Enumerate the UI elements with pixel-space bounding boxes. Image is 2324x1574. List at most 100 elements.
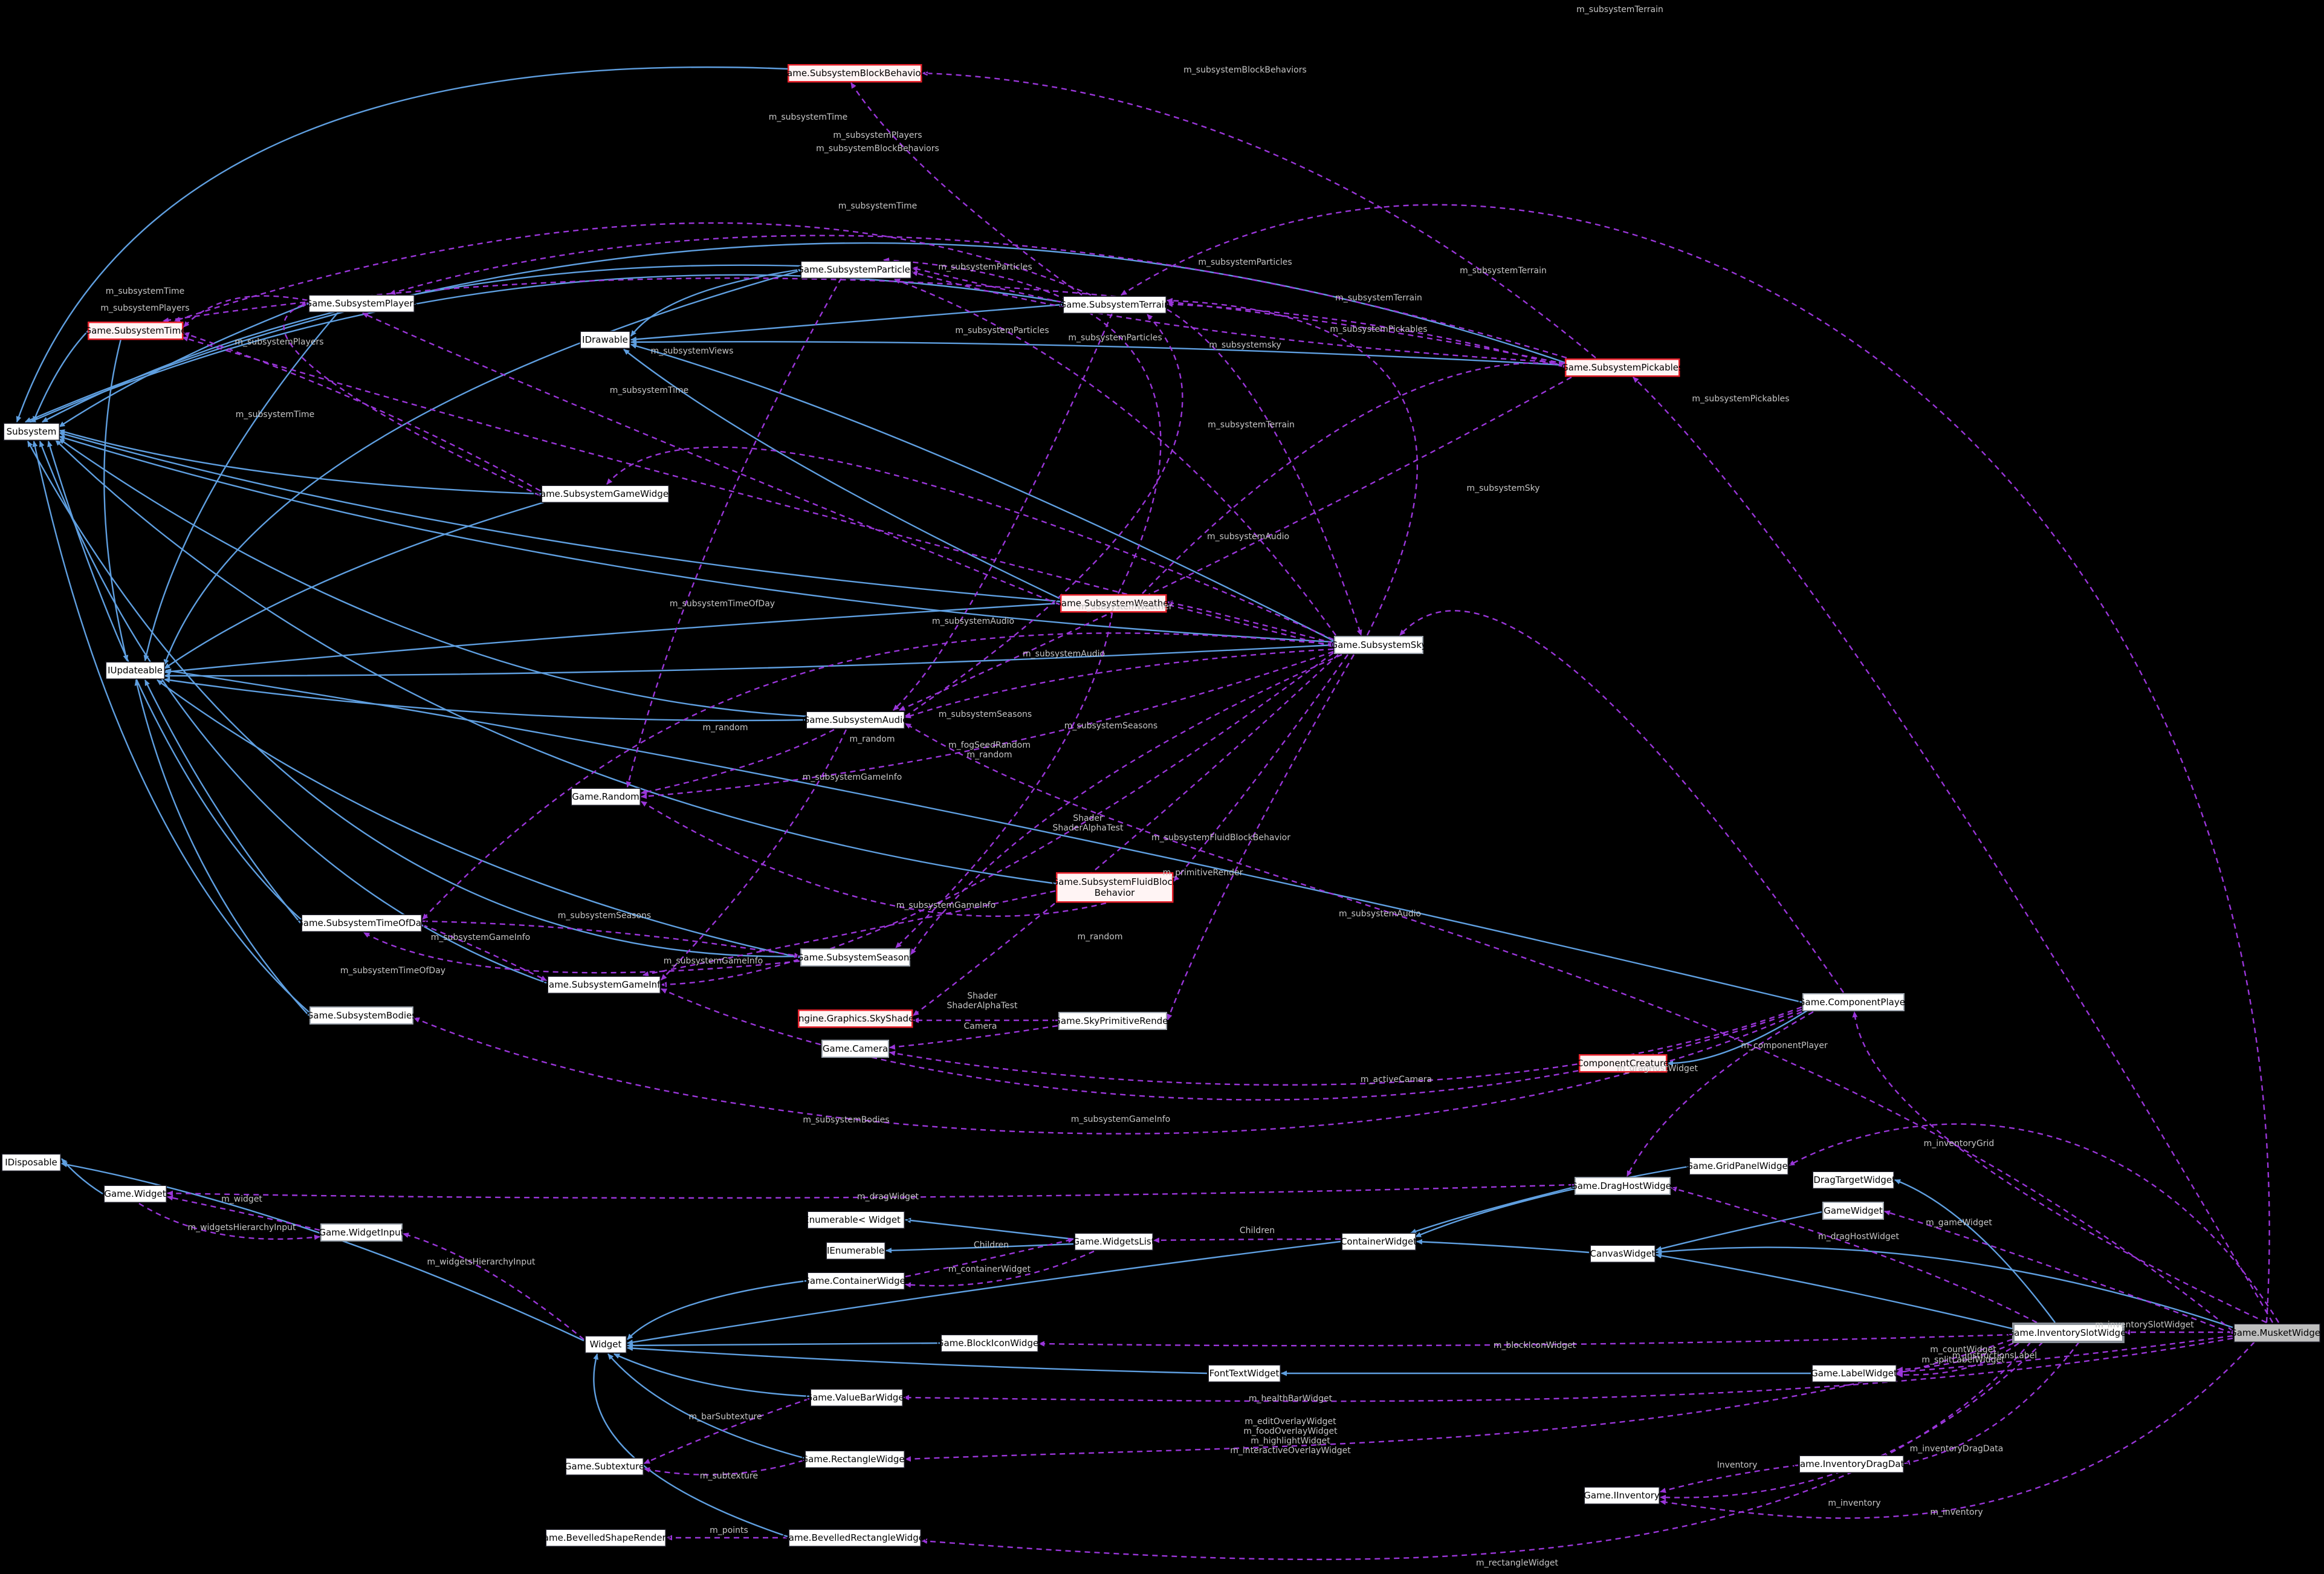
edge-label: m_subsystemParticles [955, 326, 1049, 335]
class-node-widget[interactable]: Widget [584, 1335, 627, 1353]
class-node-skyPrimRender[interactable]: Game.SkyPrimitiveRender [1054, 1012, 1173, 1030]
class-node-label: Game.SubsystemGameInfo [542, 979, 665, 990]
usage-edge [183, 295, 308, 328]
class-node-bevRect[interactable]: Game.BevelledRectangleWidget [782, 1529, 928, 1547]
usage-edge [1633, 377, 2274, 1323]
class-node-iDragTarget[interactable]: IDragTargetWidget [1811, 1171, 1895, 1189]
class-node-label: FontTextWidget [1209, 1368, 1280, 1379]
inheritance-edge [164, 677, 806, 722]
class-node-iDrawable[interactable]: IDrawable [580, 331, 630, 349]
inheritance-edge [1656, 1211, 1822, 1252]
class-node-timeOfDay[interactable]: Game.SubsystemTimeOfDay [296, 914, 427, 932]
class-node-iInventory[interactable]: Game.IInventory [1584, 1486, 1660, 1504]
class-node-invDragData[interactable]: Game.InventoryDragData [1793, 1455, 1910, 1473]
class-node-subtexture[interactable]: Game.Subtexture [565, 1457, 644, 1475]
usage-edge [1399, 610, 1844, 993]
edge-label: m_subsystemTimeOfDay [670, 599, 775, 609]
class-node-rectWidget[interactable]: Game.RectangleWidget [801, 1450, 908, 1468]
class-node-label: Game.SubsystemTimeOfDay [296, 918, 427, 928]
class-node-audio[interactable]: Game.SubsystemAudio [803, 711, 908, 729]
usage-edge [661, 988, 1802, 1101]
class-node-gridPanel[interactable]: Game.GridPanelWidget [1686, 1157, 1792, 1175]
class-node-skyShader[interactable]: Engine.Graphics.SkyShader [793, 1009, 919, 1028]
class-node-gameWidget[interactable]: GameWidget [1822, 1202, 1884, 1220]
edge-label: m_splitLabelWidget [1921, 1355, 2005, 1365]
class-node-subsystemTime[interactable]: Game.SubsystemTime [85, 321, 187, 340]
inheritance-edge [103, 338, 129, 661]
edge-label: m_subsystemSeasons [939, 710, 1032, 719]
class-node-iDisposable[interactable]: IDisposable [1, 1153, 61, 1171]
class-node-label: Widget [590, 1339, 622, 1350]
class-node-bevShape[interactable]: Game.BevelledShapeRenderer [536, 1529, 676, 1547]
usage-edge [389, 235, 1567, 359]
class-node-gameInfo[interactable]: Game.SubsystemGameInfo [542, 976, 666, 994]
class-node-subsystem[interactable]: Subsystem [3, 423, 60, 441]
usage-edge [413, 1011, 1802, 1135]
class-node-invSlot[interactable]: Game.InventorySlotWidget [2007, 1323, 2130, 1343]
edge-label: m_containerWidget [948, 1265, 1031, 1274]
class-node-label: Game.LabelWidget [1811, 1368, 1897, 1379]
edge-label: m_inventory [1828, 1498, 1880, 1508]
class-node-iEnumerable[interactable]: IEnumerable [826, 1242, 885, 1260]
edge-label: m_subsystemsky [1209, 340, 1281, 350]
class-node-musket[interactable]: Game.MusketWidget [2230, 1323, 2324, 1342]
class-node-fontText[interactable]: FontTextWidget [1208, 1364, 1281, 1382]
class-node-camera[interactable]: Game.Camera [821, 1040, 889, 1058]
usage-edge [1897, 1342, 2019, 1378]
usage-edge [1167, 308, 1362, 636]
inheritance-edge [630, 268, 800, 337]
class-node-containerWidget[interactable]: ContainerWidget [1341, 1232, 1417, 1251]
class-node-subsystemTerrain[interactable]: Game.SubsystemTerrain [1060, 296, 1170, 314]
class-node-widgetInput[interactable]: Game.WidgetInput [319, 1223, 404, 1242]
class-node-gameWidgets[interactable]: Game.SubsystemGameWidgets [533, 485, 677, 503]
edge-label: m_random [703, 723, 748, 733]
usage-edge [1884, 1210, 2233, 1335]
class-node-sky[interactable]: Game.SubsystemSky [1331, 636, 1427, 654]
usage-edge [1788, 1123, 2280, 1323]
class-node-gameWidgetCls[interactable]: Game.Widget [103, 1185, 167, 1203]
usage-edge [895, 612, 1113, 948]
class-node-widgetsList[interactable]: Game.WidgetsList [1072, 1232, 1155, 1251]
class-node-subsystemPlayers[interactable]: Game.SubsystemPlayers [305, 294, 418, 313]
class-node-subsystemPickables[interactable]: Game.SubsystemPickables [1561, 358, 1683, 377]
class-node-valueBar[interactable]: Game.ValueBarWidget [805, 1388, 908, 1407]
class-node-labelWidget[interactable]: Game.LabelWidget [1811, 1364, 1897, 1382]
inheritance-edge [627, 1280, 807, 1340]
class-node-weather[interactable]: Game.SubsystemWeather [1054, 594, 1173, 613]
class-node-blockIcon[interactable]: Game.BlockIconWidget [937, 1334, 1042, 1352]
class-node-iUpdateable[interactable]: IUpdateable [105, 661, 165, 679]
inheritance-edge [627, 1342, 940, 1349]
edge-label: m_subsystemTime [106, 287, 185, 296]
class-node-label: Game.SubsystemWeather [1054, 598, 1173, 609]
class-node-random[interactable]: Game.Random [571, 788, 641, 806]
edge-label: m_subsystemPlayers [833, 131, 922, 140]
class-node-seasons[interactable]: Game.SubsystemSeasons [797, 948, 914, 967]
class-node-canvasWidget[interactable]: CanvasWidget [1590, 1245, 1656, 1263]
class-node-subsystemParticles[interactable]: Game.SubsystemParticles [797, 261, 915, 279]
class-node-containerWidgetG[interactable]: Game.ContainerWidget [803, 1272, 909, 1290]
inheritance-edge [627, 1346, 1208, 1375]
inheritance-edge [16, 66, 789, 423]
class-node-componentPlayer[interactable]: Game.ComponentPlayer [1798, 993, 1909, 1011]
edge-label: Camera [964, 1022, 997, 1031]
edge-label: m_subsystemAudio [1207, 532, 1289, 542]
class-node-label: Game.SubsystemSeasons [797, 952, 914, 963]
usage-edge [362, 312, 1060, 606]
edge-label: Inventory [1717, 1460, 1758, 1470]
class-node-label: Game.Subtexture [565, 1461, 644, 1472]
class-node-iEnumWidget[interactable]: IEnumerable< Widget > [801, 1211, 911, 1229]
usage-edge [913, 654, 1339, 1016]
class-node-label: Game.SubsystemParticles [797, 264, 915, 275]
class-node-bodies[interactable]: Game.SubsystemBodies [306, 1006, 417, 1025]
class-node-dragHost[interactable]: Game.DragHostWidget [1570, 1177, 1675, 1195]
class-node-componentCreature[interactable]: ComponentCreature [1577, 1054, 1669, 1073]
class-node-blockBehaviors[interactable]: Game.SubsystemBlockBehaviors [780, 63, 930, 83]
inheritance-edge [59, 432, 1061, 603]
usage-edge [905, 648, 1334, 719]
class-node-label: Game.WidgetsList [1072, 1236, 1154, 1247]
class-node-label: IEnumerable< Widget > [801, 1214, 911, 1225]
edge-label: m_random [1078, 932, 1123, 942]
usage-edge [1904, 1341, 2080, 1465]
